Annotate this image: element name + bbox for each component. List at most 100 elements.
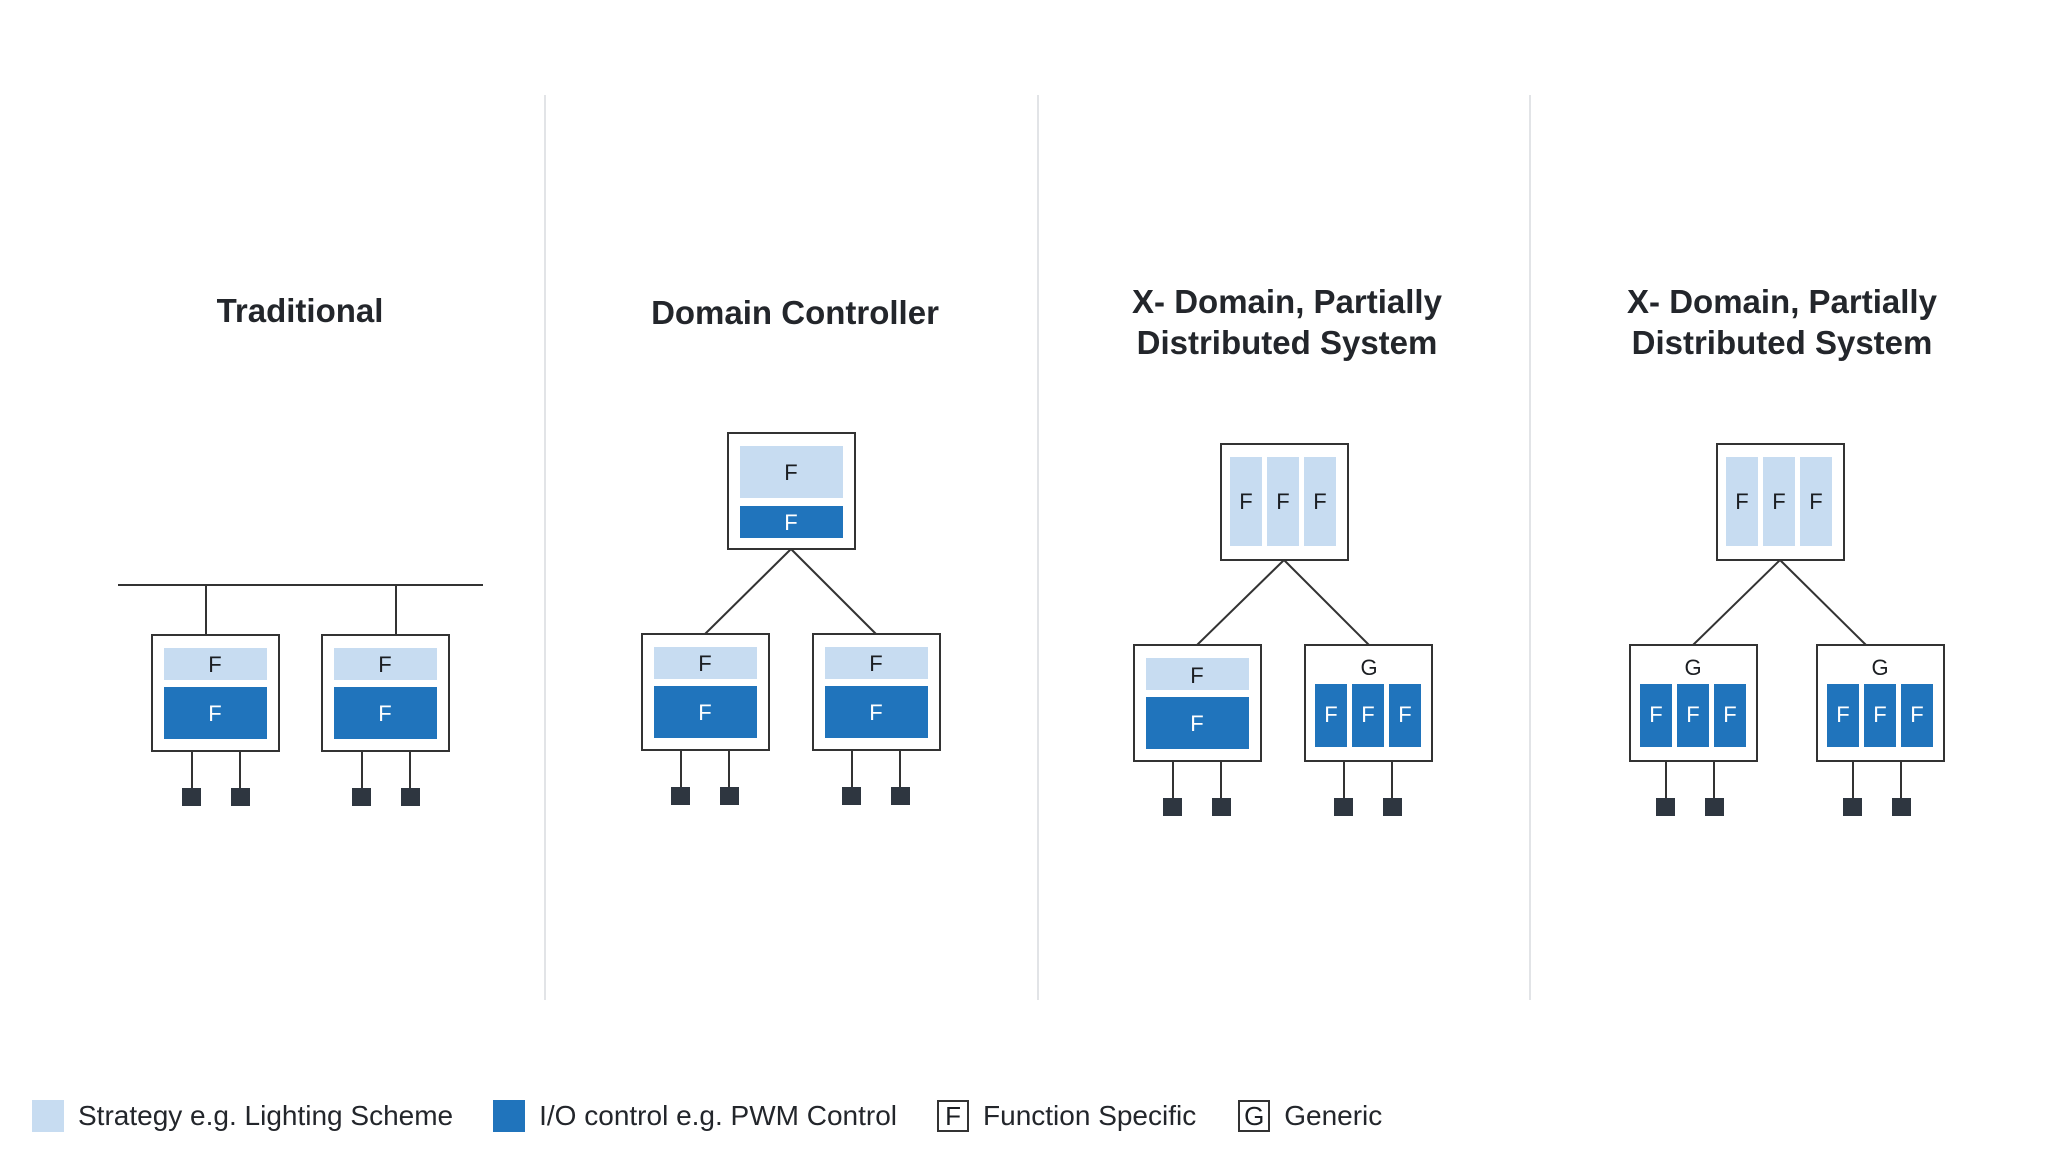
terminal: [720, 787, 739, 805]
panel-title: Distributed System: [1632, 324, 1933, 361]
terminal: [401, 788, 420, 806]
block-label: F: [1239, 489, 1252, 514]
central-box: F F F: [1220, 443, 1349, 561]
panel-domain-controller: Domain Controller F F F F F F: [641, 294, 941, 805]
legend-label: Generic: [1284, 1100, 1383, 1131]
block-label: F: [1910, 702, 1923, 727]
terminal: [1163, 798, 1182, 816]
legend-label: Strategy e.g. Lighting Scheme: [78, 1100, 454, 1131]
block-label: F: [869, 651, 882, 676]
terminal: [1843, 798, 1862, 816]
ecu-box: F F: [1133, 644, 1262, 762]
generic-ecu-box: G F F F: [1816, 644, 1945, 762]
block-label: F: [1723, 702, 1736, 727]
strategy-block: [1304, 457, 1336, 546]
block-label: F: [1276, 489, 1289, 514]
panel-title: Domain Controller: [651, 294, 939, 331]
io-block: [825, 686, 928, 738]
strategy-block: [654, 647, 757, 679]
terminal: [671, 787, 690, 805]
block-label: F: [1772, 489, 1785, 514]
block-label: F: [1190, 663, 1203, 688]
io-block: [334, 687, 437, 739]
legend-label: Function Specific: [983, 1100, 1197, 1131]
block-label: F: [698, 700, 711, 725]
connector-line: [704, 548, 792, 635]
panel-title: X- Domain, Partially: [1627, 283, 1938, 320]
block-label: F: [698, 651, 711, 676]
io-block: [1315, 684, 1347, 747]
function-specific-key: F: [937, 1100, 970, 1132]
block-label: F: [1398, 702, 1411, 727]
io-block: [164, 687, 267, 739]
io-block: [1677, 684, 1709, 747]
central-box: F F F: [1716, 443, 1845, 561]
legend-label: I/O control e.g. PWM Control: [539, 1100, 898, 1131]
block-label: F: [1190, 711, 1203, 736]
generic-key: G: [1238, 1100, 1271, 1132]
strategy-block: [825, 647, 928, 679]
ecu-box: F F: [641, 633, 770, 751]
block-label: F: [869, 700, 882, 725]
panel-title: X- Domain, Partially: [1132, 283, 1443, 320]
connector-line: [1692, 559, 1781, 646]
block-label: F: [1361, 702, 1374, 727]
io-control-swatch: [493, 1100, 526, 1132]
strategy-swatch: [32, 1100, 64, 1132]
block-label: F: [378, 652, 391, 677]
block-label: F: [1686, 702, 1699, 727]
io-block: [1640, 684, 1672, 747]
terminal: [1892, 798, 1911, 816]
io-block: [740, 506, 843, 538]
connector-line: [1779, 559, 1867, 646]
terminal: [891, 787, 910, 805]
connector-line: [1196, 559, 1285, 646]
strategy-block: [1230, 457, 1262, 546]
generic-label: G: [1684, 655, 1701, 680]
domain-controller-box: F F: [727, 432, 856, 550]
generic-ecu-box: G F F F: [1629, 644, 1758, 762]
legend: Strategy e.g. Lighting Scheme I/O contro…: [32, 1098, 1382, 1134]
terminal: [352, 788, 371, 806]
strategy-block: [1146, 658, 1249, 690]
strategy-block: [1763, 457, 1795, 546]
panel-x-domain-2: X- Domain, Partially Distributed System …: [1627, 283, 1945, 816]
terminals: [1656, 761, 1911, 816]
io-block: [1864, 684, 1896, 747]
io-block: [654, 686, 757, 738]
terminal: [182, 788, 201, 806]
terminal: [1334, 798, 1353, 816]
block-label: F: [208, 701, 221, 726]
panel-traditional: Traditional F F F F: [118, 292, 483, 806]
terminal: [1212, 798, 1231, 816]
terminals: [671, 750, 910, 805]
panel-title: Traditional: [217, 292, 384, 329]
strategy-block: [1267, 457, 1299, 546]
panel-x-domain-1: X- Domain, Partially Distributed System …: [1132, 283, 1443, 816]
strategy-block: [164, 648, 267, 680]
block-label: F: [1836, 702, 1849, 727]
terminals: [182, 751, 420, 806]
generic-ecu-box: G F F F: [1304, 644, 1433, 762]
io-block: [1714, 684, 1746, 747]
block-label: F: [1324, 702, 1337, 727]
legend-item-io-control: I/O control e.g. PWM Control: [493, 1100, 897, 1132]
block-label: F: [784, 460, 797, 485]
block-label: F: [1735, 489, 1748, 514]
terminal: [1383, 798, 1402, 816]
ecu-box: F F: [812, 633, 941, 751]
block-label: F: [784, 510, 797, 535]
terminal: [231, 788, 250, 806]
ecu-box: F F: [321, 634, 450, 752]
strategy-block: [334, 648, 437, 680]
block-label: F: [1649, 702, 1662, 727]
legend-item-function-specific: F Function Specific: [937, 1100, 1196, 1132]
block-label: F: [1809, 489, 1822, 514]
legend-item-strategy: Strategy e.g. Lighting Scheme: [32, 1100, 453, 1132]
terminal: [1656, 798, 1675, 816]
legend-item-generic: G Generic: [1238, 1100, 1382, 1132]
strategy-block: [1800, 457, 1832, 546]
io-block: [1901, 684, 1933, 747]
block-label: F: [378, 701, 391, 726]
